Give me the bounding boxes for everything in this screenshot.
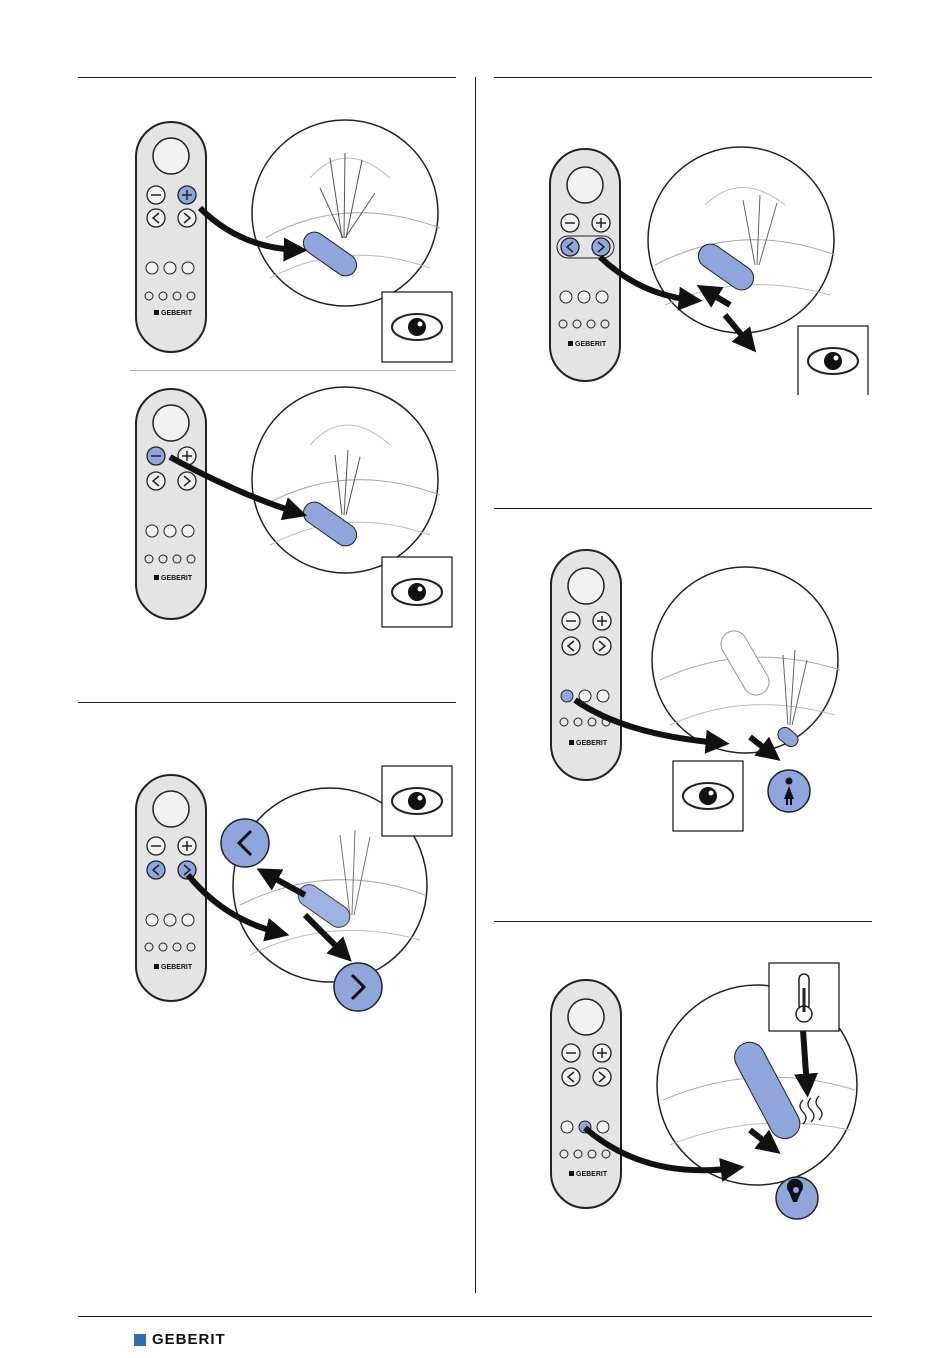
remote-control: GEBERIT [136,389,206,619]
remote-control: GEBERIT [136,775,206,1001]
remote-main-button [567,167,603,203]
panel-position-left-right: GEBERIT [130,765,460,1015]
remote-brand-label: GEBERIT [575,341,607,348]
panel-divider [130,370,456,371]
eye-icon [673,761,743,831]
remote-brand-label: GEBERIT [576,1171,608,1178]
remote-main-button [153,791,189,827]
remote-brand-label: GEBERIT [576,740,608,747]
remote-control: GEBERIT [136,122,206,352]
panel-lady-wash: GEBERIT [545,545,875,835]
thermometer-icon [769,963,839,1031]
remote-main-button [153,138,189,174]
section-rule-top-left [78,77,456,78]
panel-intensity-minus: GEBERIT [130,385,460,635]
chevron-left-round-icon [221,819,269,867]
footer-rule [78,1316,872,1317]
panel-intensity-plus: GEBERIT [130,118,460,368]
toilet-scene [200,120,440,306]
brand-square-icon [134,1334,146,1346]
dryer-icon [776,1177,818,1219]
right-button [593,637,611,655]
section-rule-mid-left [78,702,456,703]
toilet-scene [170,387,440,573]
remote-main-button [568,999,604,1035]
footer-brand-text: GEBERIT [152,1331,226,1348]
left-button [562,637,580,655]
remote-control: GEBERIT [551,980,621,1208]
panel-dryer: GEBERIT [545,960,875,1225]
eye-icon [382,292,452,362]
remote-brand-label: GEBERIT [161,310,193,317]
lady-wash-icon [768,770,810,812]
left-button [561,238,579,256]
lady-wash-button [561,690,573,702]
section-rule-mid-right [494,508,872,509]
column-divider [475,77,476,1293]
right-button [178,209,196,227]
remote-brand-label: GEBERIT [161,575,193,582]
eye-icon [382,557,452,627]
right-button [593,1068,611,1086]
left-button [147,209,165,227]
footer-brand-logo: GEBERIT [134,1331,226,1348]
left-button [147,472,165,490]
panel-position-eye: GEBERIT [545,145,875,395]
section-rule-low-right [494,921,872,922]
left-button [562,1068,580,1086]
remote-main-button [153,405,189,441]
toilet-scene [600,147,835,345]
eye-icon [382,766,452,836]
right-button [592,238,610,256]
left-button [147,861,165,879]
remote-control: GEBERIT [551,550,621,780]
chevron-right-round-icon [334,963,382,1011]
eye-icon [798,326,868,395]
section-rule-top-right [494,77,872,78]
right-button [178,472,196,490]
remote-main-button [568,568,604,604]
remote-brand-label: GEBERIT [161,964,193,971]
